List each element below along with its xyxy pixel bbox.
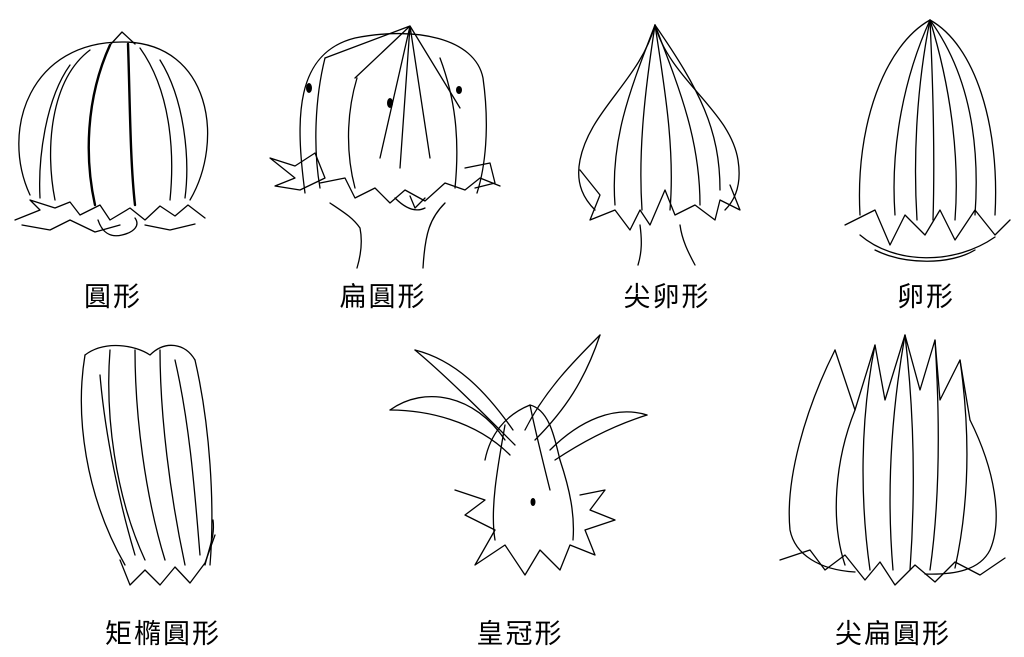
bud-crown-drawing — [385, 330, 655, 580]
label-round: 圓形 — [84, 275, 142, 314]
label-ovate: 卵形 — [897, 275, 955, 314]
label-pointed-ovate: 尖卵形 — [624, 275, 711, 314]
bud-flat-round-drawing — [265, 18, 505, 268]
label-crown: 皇冠形 — [477, 612, 564, 651]
bud-oblong-drawing — [65, 335, 235, 590]
bud-ovate-drawing — [835, 15, 1015, 270]
label-pointed-flat-round: 尖扁圓形 — [835, 612, 951, 651]
label-flat-round: 扁圓形 — [340, 275, 427, 314]
label-oblong: 矩橢圓形 — [105, 612, 221, 651]
bud-pointed-flat-round-drawing — [775, 330, 1015, 590]
bud-round-drawing — [10, 20, 210, 240]
bud-pointed-ovate-drawing — [570, 20, 750, 265]
